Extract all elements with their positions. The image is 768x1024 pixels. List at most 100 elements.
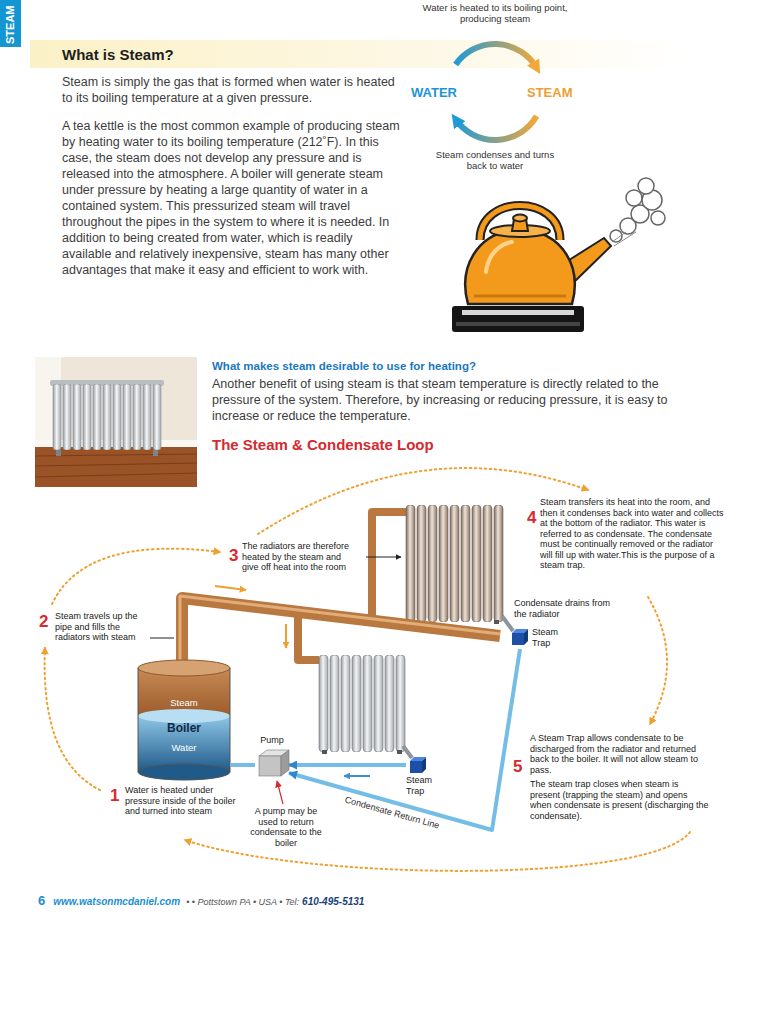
kettle-illustration — [651, 211, 665, 225]
trap-front — [512, 633, 524, 645]
water-surface — [138, 709, 230, 723]
steam-header-pipe — [180, 596, 500, 664]
leader-line — [150, 638, 174, 639]
leader-line — [366, 557, 401, 558]
callout-text: Water is heated under pressure inside of… — [125, 785, 243, 817]
page-number: 6 — [38, 893, 45, 908]
condensate-return-line — [289, 649, 520, 830]
cycle-arrow — [456, 116, 537, 140]
steam-trap: Steam Trap — [512, 627, 566, 649]
cycle-caption: Water is heated to its boiling point, pr… — [420, 2, 570, 24]
loop-arrow — [185, 832, 690, 871]
footer-phone: 610-495-5131 — [302, 895, 364, 908]
heading-band — [30, 40, 690, 68]
flow-arrow — [344, 775, 370, 777]
kettle-illustration — [474, 295, 566, 298]
body-text: Another benefit of using steam is that s… — [212, 376, 692, 424]
cycle-arrow — [456, 44, 537, 140]
kettle-illustration — [638, 178, 654, 194]
body-text: A tea kettle is the most common example … — [62, 118, 400, 278]
node-label: Steam — [137, 697, 231, 709]
loop-arrow — [52, 549, 220, 604]
callout-number: 1 — [110, 786, 119, 806]
callout-text: Steam travels up the pipe and fills the … — [55, 611, 151, 643]
callout-number: 4 — [527, 508, 536, 528]
flow-arrow — [215, 586, 246, 590]
kettle-illustration — [456, 322, 580, 326]
trap-side — [422, 757, 426, 773]
pump-shape — [255, 750, 289, 776]
radiator — [494, 620, 499, 624]
pump: Pump — [255, 734, 289, 776]
steam-trap-shape — [410, 757, 426, 773]
callout-text: The radiators are therefore heated by th… — [242, 541, 360, 573]
boiler-outline — [138, 668, 230, 772]
note-text: Condensate drains from the radiator — [514, 598, 614, 619]
node-label: Boiler — [137, 720, 231, 736]
steam-header-pipe — [182, 598, 500, 664]
drain-pipe — [502, 616, 513, 631]
side-tab — [0, 0, 21, 47]
node-label: Pump — [255, 734, 289, 746]
diagram-title: The Steam & Condensate Loop — [212, 436, 434, 454]
loop-arrow — [258, 468, 588, 534]
section-heading: What is Steam? — [62, 46, 174, 64]
radiator — [397, 750, 402, 754]
callout-number: 3 — [229, 546, 238, 566]
radiator — [318, 655, 406, 752]
radiator-photo — [35, 357, 197, 487]
kettle-illustration — [513, 215, 527, 222]
callout-number: 2 — [39, 612, 48, 632]
loop-arrow — [648, 597, 667, 724]
radiator-photo — [35, 447, 197, 487]
kettle-illustration — [452, 306, 584, 332]
drain-pipe — [403, 616, 513, 758]
pump-front — [259, 756, 281, 776]
steam-pipe — [298, 512, 406, 660]
steam-trap: Steam Trap — [406, 757, 440, 797]
cycle-word: STEAM — [527, 85, 573, 100]
condensate-return-line — [289, 763, 406, 767]
radiator — [405, 505, 504, 622]
connector-label: Condensate Return Line — [341, 794, 442, 832]
condensate-return-line — [231, 763, 255, 767]
trap-side — [524, 629, 528, 645]
callout-text: The steam trap closes when steam is pres… — [530, 779, 710, 821]
radiator-photo — [56, 450, 61, 456]
radiator-photo — [153, 450, 158, 456]
kettle-illustration — [480, 206, 560, 241]
loop-arrow — [45, 648, 100, 790]
footer-address: • • Pottstown PA • USA • Tel: — [186, 896, 299, 908]
steam-header-pipe — [180, 596, 500, 664]
kettle-illustration — [626, 190, 642, 206]
footer-url: www.watsonmcdaniel.com — [53, 895, 180, 908]
node-label: Steam Trap — [406, 775, 440, 797]
loop-arrow — [45, 468, 690, 871]
radiator-photo — [35, 454, 197, 477]
note-text: A pump may be used to return condensate … — [250, 806, 322, 848]
leader-line — [277, 781, 283, 804]
boiler-top — [138, 660, 230, 676]
trap-front — [410, 761, 422, 773]
flow-arrow — [215, 586, 370, 776]
pump-side — [281, 750, 289, 776]
boiler-bottom — [138, 764, 230, 780]
node-label: Water — [137, 742, 231, 754]
side-tab — [0, 0, 21, 47]
flow-arrow — [285, 624, 287, 648]
boiler: SteamBoilerWater — [137, 660, 231, 782]
cycle-caption: Steam condenses and turns back to water — [425, 149, 565, 171]
cycle-arrow — [456, 44, 537, 68]
kettle-illustration — [610, 178, 665, 242]
radiator — [322, 750, 327, 754]
kettle-illustration — [465, 229, 574, 304]
cycle-word: WATER — [411, 85, 457, 100]
callout-text: A Steam Trap allows condensate to be dis… — [530, 733, 710, 775]
steam-trap-shape — [512, 629, 528, 645]
radiator-photo — [35, 357, 197, 487]
kettle-illustration — [462, 310, 574, 315]
callout-text: Steam transfers its heat into the room, … — [540, 497, 725, 571]
callout-number: 5 — [513, 757, 522, 777]
